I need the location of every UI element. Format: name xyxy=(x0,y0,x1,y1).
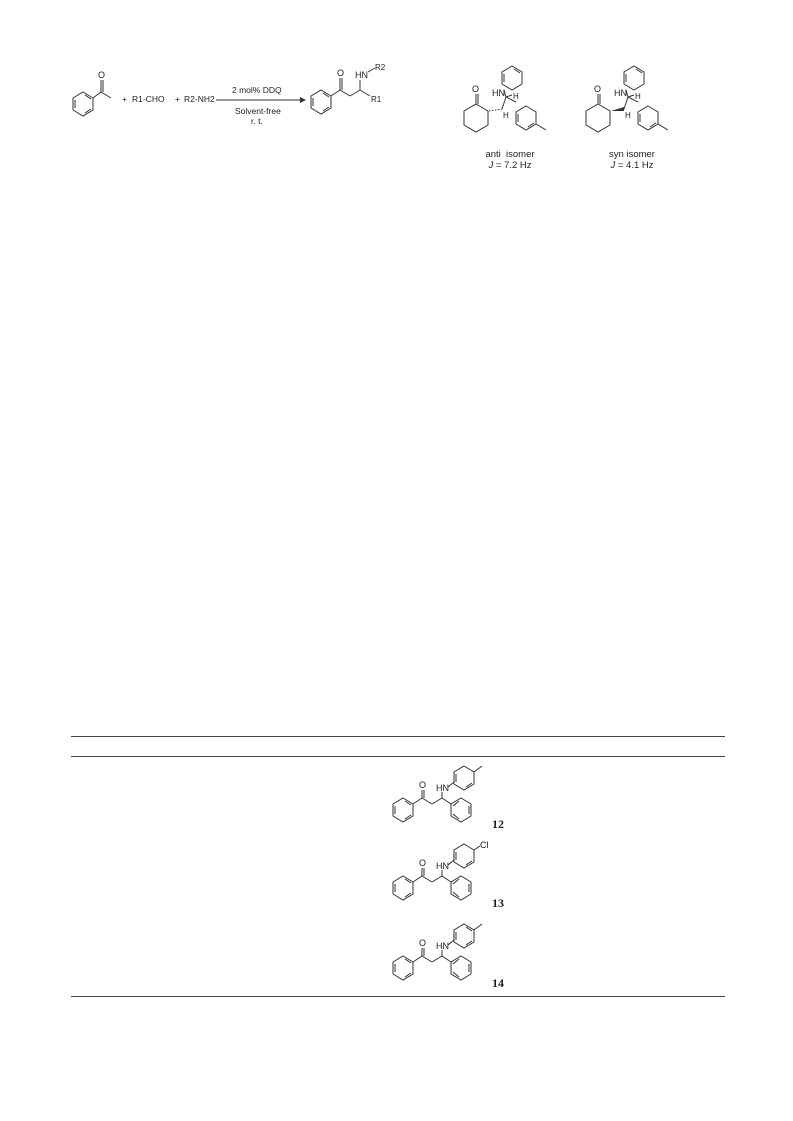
table-bottom-rule xyxy=(71,996,725,997)
atom-o: O xyxy=(594,84,601,94)
atom-h: H xyxy=(513,92,519,101)
reaction-arrow xyxy=(216,97,306,103)
temperature-label: r. t. xyxy=(251,116,263,126)
anti-isomer-caption: anti isomer J = 7.2 Hz xyxy=(470,149,550,171)
coupling-constant: J = 4.1 Hz xyxy=(610,160,654,171)
anti-isomer-structure: O HN H H xyxy=(463,65,547,133)
table-top-rule xyxy=(71,736,725,737)
product-structure: O HN R2 R1 xyxy=(310,63,386,115)
atom-h: H xyxy=(635,92,641,101)
atom-o: O xyxy=(472,84,479,94)
compound-number: 14 xyxy=(492,976,504,990)
atom-hn: HN xyxy=(436,783,449,793)
coupling-constant: J = 7.2 Hz xyxy=(488,160,532,171)
aldehyde-reagent: R1-CHO xyxy=(132,94,165,104)
compound-number: 12 xyxy=(492,817,504,831)
compound-12-structure: O HN xyxy=(392,765,483,823)
atom-o: O xyxy=(337,68,344,78)
atom-o: O xyxy=(419,780,426,790)
syn-isomer-structure: O HN H H xyxy=(585,65,669,133)
atom-hn: HN xyxy=(355,70,368,80)
atom-hn: HN xyxy=(614,88,627,98)
atom-h: H xyxy=(503,111,509,120)
atom-o: O xyxy=(98,70,105,80)
compound-14-structure: O HN xyxy=(392,923,483,981)
atom-cl: Cl xyxy=(480,840,489,850)
atom-hn: HN xyxy=(492,88,505,98)
isomer-name: anti isomer xyxy=(485,149,535,160)
catalyst-label: 2 mol% DDQ xyxy=(232,85,282,95)
compound-number: 13 xyxy=(492,896,504,910)
plus-sign: + xyxy=(175,94,180,104)
amine-reagent: R2-NH2 xyxy=(184,94,215,104)
atom-o: O xyxy=(419,938,426,948)
isomer-name: syn isomer xyxy=(609,149,655,160)
compound-13-structure: O HN Cl xyxy=(392,840,489,901)
atom-hn: HN xyxy=(436,861,449,871)
atom-hn: HN xyxy=(436,941,449,951)
table-header-rule xyxy=(71,756,725,757)
atom-h: H xyxy=(625,111,631,120)
solvent-label: Solvent-free xyxy=(235,106,281,116)
syn-isomer-caption: syn isomer J = 4.1 Hz xyxy=(592,149,672,171)
atom-r2: R2 xyxy=(375,63,386,72)
acetophenone-structure: O xyxy=(72,70,112,117)
plus-sign: + xyxy=(122,94,127,104)
atom-o: O xyxy=(419,858,426,868)
atom-r1: R1 xyxy=(371,95,382,104)
